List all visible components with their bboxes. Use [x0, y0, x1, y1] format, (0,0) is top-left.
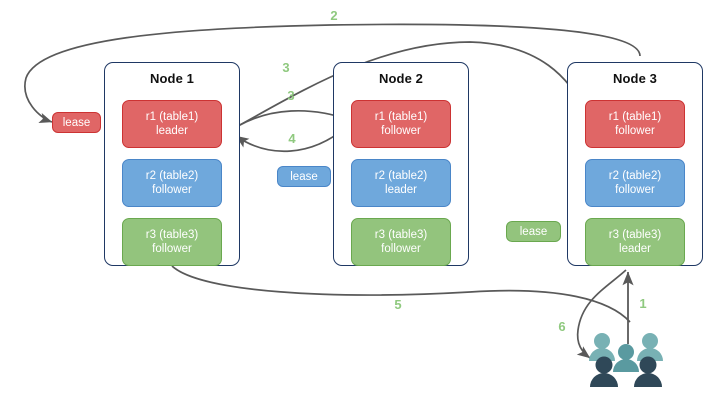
step-text: 3 — [282, 60, 290, 75]
replica-name: r3 (table3) — [145, 229, 199, 241]
replica-name: r2 (table2) — [145, 170, 199, 182]
step-label-5: 5 — [390, 297, 406, 312]
replica-n3-r1[interactable]: r1 (table1) follower — [585, 100, 685, 148]
replica-n2-r3[interactable]: r3 (table3) follower — [351, 218, 451, 266]
replica-n3-r3[interactable]: r3 (table3) leader — [585, 218, 685, 266]
step-label-6: 6 — [554, 319, 570, 334]
lease-label: lease — [290, 170, 318, 183]
replica-role: follower — [152, 243, 192, 255]
step-label-3b: 3 — [283, 88, 299, 103]
replica-role: follower — [615, 125, 655, 137]
replica-n1-r1[interactable]: r1 (table1) leader — [122, 100, 222, 148]
replica-n3-r2[interactable]: r2 (table2) follower — [585, 159, 685, 207]
arrow-step-3-long — [237, 41, 589, 127]
node-3-title: Node 3 — [613, 71, 657, 86]
step-label-4: 4 — [284, 131, 300, 146]
replica-role: follower — [152, 184, 192, 196]
replica-role: follower — [615, 184, 655, 196]
step-label-2: 2 — [326, 8, 342, 23]
step-label-3a: 3 — [278, 60, 294, 75]
replica-name: r2 (table2) — [374, 170, 428, 182]
replica-name: r1 (table1) — [608, 111, 662, 123]
step-text: 1 — [639, 296, 647, 311]
step-text: 4 — [288, 131, 296, 146]
replica-n2-r2[interactable]: r2 (table2) leader — [351, 159, 451, 207]
replica-name: r3 (table3) — [374, 229, 428, 241]
lease-chip-r1[interactable]: lease — [52, 112, 101, 133]
step-label-1: 1 — [635, 296, 651, 311]
replica-name: r2 (table2) — [608, 170, 662, 182]
arrow-step-5 — [171, 265, 631, 323]
step-text: 5 — [394, 297, 402, 312]
arrow-step-6 — [576, 269, 627, 359]
lease-chip-r3[interactable]: lease — [506, 221, 561, 242]
node-1-title: Node 1 — [150, 71, 194, 86]
replica-n1-r2[interactable]: r2 (table2) follower — [122, 159, 222, 207]
replica-n1-r3[interactable]: r3 (table3) follower — [122, 218, 222, 266]
replica-role: leader — [385, 184, 417, 196]
replica-name: r1 (table1) — [374, 111, 428, 123]
node-2-container[interactable]: Node 2 r1 (table1) follower r2 (table2) … — [333, 62, 469, 266]
replica-role: leader — [619, 243, 651, 255]
replica-role: leader — [156, 125, 188, 137]
step-text: 6 — [558, 319, 566, 334]
step-text: 3 — [287, 88, 295, 103]
node-3-container[interactable]: Node 3 r1 (table1) follower r2 (table2) … — [567, 62, 703, 266]
replica-role: follower — [381, 125, 421, 137]
replica-role: follower — [381, 243, 421, 255]
node-1-container[interactable]: Node 1 r1 (table1) leader r2 (table2) fo… — [104, 62, 240, 266]
replica-n2-r1[interactable]: r1 (table1) follower — [351, 100, 451, 148]
users-icon — [589, 333, 663, 387]
lease-label: lease — [62, 116, 91, 129]
lease-label: lease — [519, 225, 548, 238]
replica-name: r3 (table3) — [608, 229, 662, 241]
replica-name: r1 (table1) — [145, 111, 199, 123]
lease-chip-r2[interactable]: lease — [277, 166, 331, 187]
arrow-step-2 — [24, 23, 641, 124]
step-text: 2 — [330, 8, 338, 23]
node-2-title: Node 2 — [379, 71, 423, 86]
